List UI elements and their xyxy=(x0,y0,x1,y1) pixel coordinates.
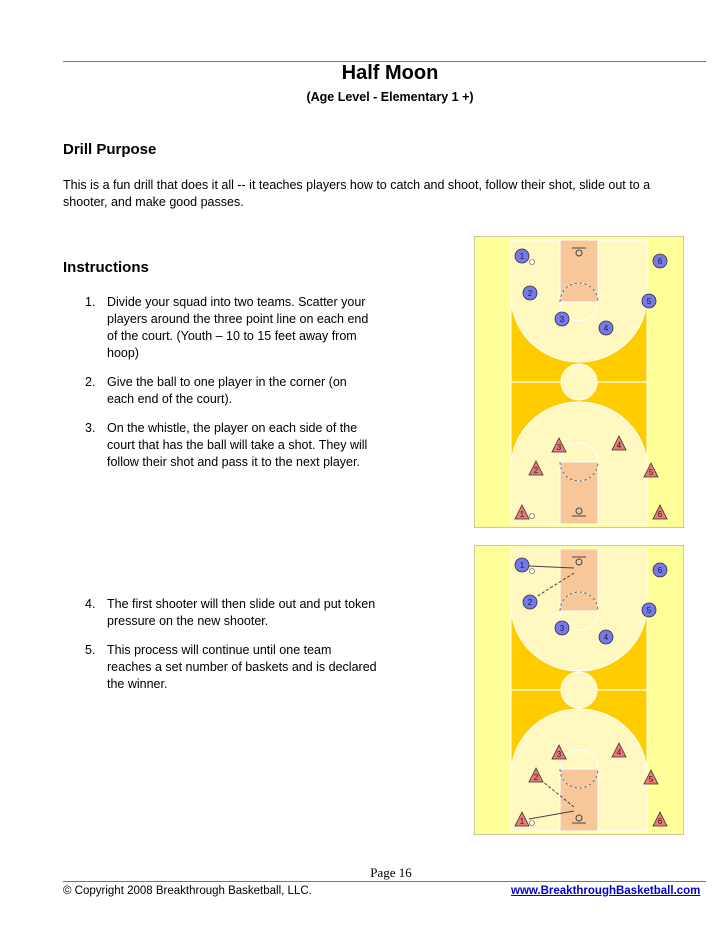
blue-player-label: 4 xyxy=(604,324,609,333)
blue-player-label: 1 xyxy=(520,561,525,570)
red-player-marker xyxy=(551,437,567,453)
instruction-step: 2. Give the ball to one player in the cor… xyxy=(0,374,377,408)
free-throw-dash-bottom xyxy=(559,768,599,789)
blue-player-label: 2 xyxy=(528,289,533,298)
red-player-label: 5 xyxy=(649,775,654,784)
red-player-label: 5 xyxy=(649,468,654,477)
court-diagram-movement: 1 2 3 4 5 6 1 2 3 4 5 6 xyxy=(474,545,684,835)
court-diagram-setup: 1 2 3 4 5 6 1 2 3 4 5 6 xyxy=(474,236,684,528)
instructions-heading: Instructions xyxy=(63,259,149,276)
hoop-bottom xyxy=(575,507,583,515)
blue-player-label: 3 xyxy=(560,624,565,633)
instructions-list-b: 4. The first shooter will then slide out … xyxy=(0,596,400,705)
pass-path-line xyxy=(535,572,575,598)
red-player-marker xyxy=(514,504,530,520)
step-text: Divide your squad into two teams. Scatte… xyxy=(107,295,369,360)
drill-purpose-text: This is a fun drill that does it all -- … xyxy=(63,178,651,209)
red-player-label: 1 xyxy=(520,510,525,519)
key-top xyxy=(559,239,599,303)
step-number: 5. xyxy=(85,643,96,657)
red-player-marker xyxy=(528,767,544,783)
red-player-label: 6 xyxy=(658,817,663,826)
blue-player-label: 6 xyxy=(658,257,663,266)
hoop-bottom xyxy=(575,814,583,822)
blue-player-marker xyxy=(641,602,657,618)
step-text: On the whistle, the player on each side … xyxy=(107,421,368,469)
red-player-marker xyxy=(551,744,567,760)
red-player-label: 2 xyxy=(534,773,539,782)
red-player-marker xyxy=(528,460,544,476)
instruction-step: 3. On the whistle, the player on each sid… xyxy=(0,420,377,471)
hoop-top xyxy=(575,558,583,566)
step-text: Give the ball to one player in the corne… xyxy=(107,375,347,406)
red-player-label: 3 xyxy=(557,750,562,759)
red-player-marker xyxy=(514,811,530,827)
shot-path-line xyxy=(528,565,575,569)
red-player-label: 1 xyxy=(520,817,525,826)
red-player-label: 6 xyxy=(658,510,663,519)
center-circle xyxy=(560,363,598,401)
blue-player-label: 3 xyxy=(560,315,565,324)
free-throw-dash-top xyxy=(559,591,599,612)
center-circle xyxy=(560,671,598,709)
red-player-marker xyxy=(611,435,627,451)
step-number: 3. xyxy=(85,421,96,435)
free-throw-dash-top xyxy=(559,282,599,303)
pass-path-line xyxy=(541,780,575,808)
instructions-list-a: 1. Divide your squad into two teams. Scat… xyxy=(0,294,400,483)
red-player-label: 2 xyxy=(534,466,539,475)
blue-player-marker xyxy=(652,562,668,578)
blue-player-label: 5 xyxy=(647,297,652,306)
page-title: Half Moon xyxy=(341,62,439,84)
red-player-marker xyxy=(652,811,668,827)
instruction-step: 1. Divide your squad into two teams. Scat… xyxy=(0,294,377,362)
red-player-marker xyxy=(643,462,659,478)
shot-path-line xyxy=(528,810,575,820)
footer-rule xyxy=(63,881,706,882)
blue-player-label: 6 xyxy=(658,566,663,575)
red-player-label: 4 xyxy=(617,748,622,757)
blue-player-marker xyxy=(514,557,530,573)
step-number: 1. xyxy=(85,295,96,309)
website-link[interactable]: www.BreakthroughBasketball.com xyxy=(511,885,701,897)
blue-player-label: 4 xyxy=(604,633,609,642)
blue-player-marker xyxy=(641,293,657,309)
key-top xyxy=(559,548,599,612)
blue-player-marker xyxy=(554,620,570,636)
red-player-label: 3 xyxy=(557,443,562,452)
red-player-marker xyxy=(652,504,668,520)
red-player-marker xyxy=(611,742,627,758)
instruction-step: 4. The first shooter will then slide out … xyxy=(0,596,377,630)
blue-player-marker xyxy=(522,594,538,610)
page-subtitle: (Age Level - Elementary 1 +) xyxy=(306,90,474,104)
ball xyxy=(529,568,535,574)
ball xyxy=(529,513,535,519)
blue-player-marker xyxy=(598,320,614,336)
blue-player-label: 2 xyxy=(528,598,533,607)
step-text: The first shooter will then slide out an… xyxy=(107,597,376,628)
step-number: 2. xyxy=(85,375,96,389)
blue-player-marker xyxy=(598,629,614,645)
key-bottom xyxy=(559,461,599,525)
blue-player-marker xyxy=(514,248,530,264)
ball xyxy=(529,820,535,826)
hoop-top xyxy=(575,249,583,257)
blue-player-marker xyxy=(522,285,538,301)
red-player-marker xyxy=(643,769,659,785)
copyright-text: © Copyright 2008 Breakthrough Basketball… xyxy=(63,885,312,897)
ball xyxy=(529,259,535,265)
blue-player-marker xyxy=(554,311,570,327)
drill-purpose-heading: Drill Purpose xyxy=(63,141,157,158)
step-text: This process will continue until one tea… xyxy=(107,643,377,691)
instruction-step: 5. This process will continue until one t… xyxy=(0,642,377,693)
blue-player-label: 5 xyxy=(647,606,652,615)
step-number: 4. xyxy=(85,597,96,611)
top-rule xyxy=(63,61,706,62)
blue-player-marker xyxy=(652,253,668,269)
blue-player-label: 1 xyxy=(520,252,525,261)
red-player-label: 4 xyxy=(617,441,622,450)
page-number: Page 16 xyxy=(370,865,412,880)
free-throw-dash-bottom xyxy=(559,461,599,482)
